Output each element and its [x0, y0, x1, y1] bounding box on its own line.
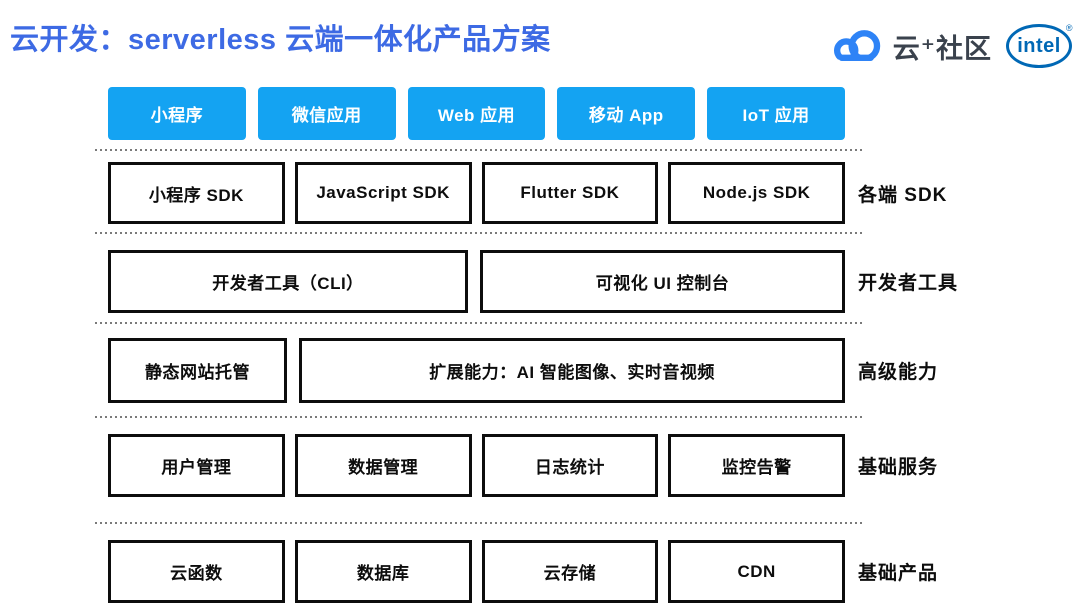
intel-registered-mark: ®	[1065, 23, 1073, 33]
box-javascript-sdk: JavaScript SDK	[294, 162, 472, 224]
layer-label-sdk: 各端 SDK	[858, 184, 948, 206]
separator-5	[95, 522, 865, 524]
app-button-wechat: 微信应用	[257, 87, 396, 140]
cloud-community-label: 云⁺社区	[892, 33, 992, 64]
products-layer-boxes: 云函数 数据库 云存储 CDN	[108, 540, 845, 603]
box-log-stats: 日志统计	[481, 434, 659, 497]
box-nodejs-sdk: Node.js SDK	[668, 162, 845, 224]
services-layer-boxes: 用户管理 数据管理 日志统计 监控告警	[108, 434, 845, 497]
cloud-community-logo: 云⁺社区	[828, 24, 992, 68]
box-extensions: 扩展能力：AI 智能图像、实时音视频	[299, 338, 845, 403]
box-miniprogram-sdk: 小程序 SDK	[108, 162, 285, 224]
separator-2	[95, 232, 865, 234]
separator-3	[95, 322, 865, 324]
box-cloud-function: 云函数	[108, 540, 285, 603]
advanced-layer-boxes: 静态网站托管 扩展能力：AI 智能图像、实时音视频	[108, 338, 845, 403]
box-database: 数据库	[294, 540, 472, 603]
sdk-layer-row: 小程序 SDK JavaScript SDK Flutter SDK Node.…	[108, 162, 1080, 224]
app-layer-boxes: 小程序 微信应用 Web 应用 移动 App IoT 应用	[108, 87, 845, 140]
app-button-iot: IoT 应用	[707, 87, 845, 140]
intel-logo: intel ®	[1006, 23, 1073, 68]
layer-label-services: 基础服务	[858, 457, 939, 478]
box-cli: 开发者工具（CLI）	[108, 250, 468, 313]
layer-label-products: 基础产品	[858, 563, 939, 584]
box-cloud-storage: 云存储	[481, 540, 659, 603]
separator-4	[95, 416, 865, 418]
app-button-mobile: 移动 App	[557, 87, 696, 140]
sdk-layer-boxes: 小程序 SDK JavaScript SDK Flutter SDK Node.…	[108, 162, 845, 224]
box-static-hosting: 静态网站托管	[108, 338, 287, 403]
layer-label-advanced: 高级能力	[858, 362, 939, 383]
devtools-layer-row: 开发者工具（CLI） 可视化 UI 控制台 开发者工具	[108, 250, 1080, 313]
intel-logo-text: intel	[1017, 34, 1061, 57]
separator-1	[95, 149, 865, 151]
advanced-layer-row: 静态网站托管 扩展能力：AI 智能图像、实时音视频 高级能力	[108, 338, 1080, 403]
cloud-icon	[828, 30, 887, 68]
app-button-web: Web 应用	[407, 87, 546, 140]
layer-label-devtools: 开发者工具	[858, 273, 959, 294]
box-monitor-alert: 监控告警	[668, 434, 845, 497]
box-cdn: CDN	[668, 540, 845, 603]
box-user-management: 用户管理	[108, 434, 285, 497]
logo-area: 云⁺社区 intel ®	[828, 23, 1073, 68]
services-layer-row: 用户管理 数据管理 日志统计 监控告警 基础服务	[108, 434, 1080, 497]
box-ui-console: 可视化 UI 控制台	[480, 250, 845, 313]
products-layer-row: 云函数 数据库 云存储 CDN 基础产品	[108, 540, 1080, 603]
app-layer-row: 小程序 微信应用 Web 应用 移动 App IoT 应用	[108, 87, 1080, 140]
page-title: 云开发：serverless 云端一体化产品方案	[10, 24, 551, 56]
box-flutter-sdk: Flutter SDK	[481, 162, 659, 224]
app-button-miniprogram: 小程序	[108, 87, 246, 140]
box-data-management: 数据管理	[294, 434, 472, 497]
devtools-layer-boxes: 开发者工具（CLI） 可视化 UI 控制台	[108, 250, 845, 313]
